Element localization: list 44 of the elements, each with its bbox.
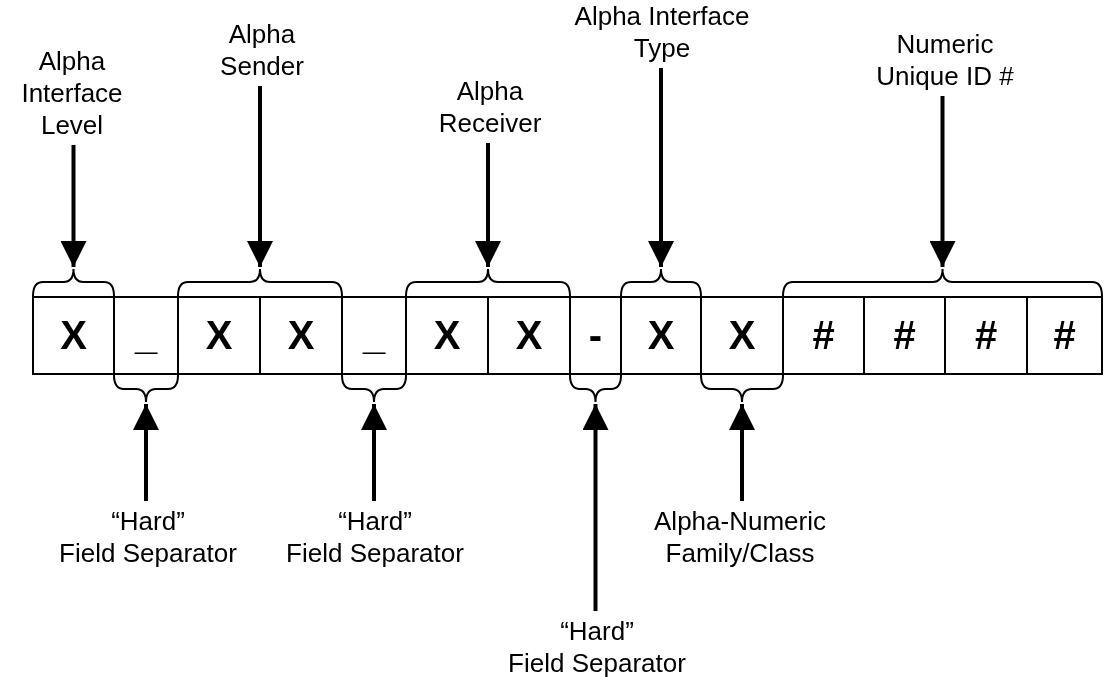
callout-label: Alpha Interface Type	[557, 0, 767, 64]
field-cell: X	[259, 296, 343, 375]
curly-brace	[782, 268, 1103, 297]
field-cell: -	[569, 296, 622, 375]
arrow	[361, 404, 387, 501]
callout-label: Field Separator	[507, 647, 687, 677]
callout-label: Alpha Sender	[207, 18, 317, 82]
field-cell: X	[620, 296, 702, 375]
field-cell: #	[782, 296, 865, 375]
curly-brace	[405, 268, 571, 297]
callout-label: “Hard”	[337, 505, 413, 537]
field-cell: X	[405, 296, 489, 375]
arrow	[133, 404, 159, 501]
callout-label: Alpha Receiver	[420, 75, 560, 139]
arrow	[929, 96, 956, 267]
curly-brace	[341, 374, 407, 403]
field-cell: #	[863, 296, 946, 375]
curly-brace	[113, 374, 179, 403]
field-cell: _	[113, 296, 179, 375]
curly-brace	[177, 268, 343, 297]
arrow	[475, 143, 501, 267]
callout-label: Alpha Interface Level	[12, 45, 132, 141]
curly-brace	[620, 268, 702, 297]
field-cell: #	[1026, 296, 1103, 375]
arrow	[729, 404, 755, 501]
curly-brace	[32, 268, 115, 297]
callout-label: “Hard”	[110, 505, 186, 537]
arrow	[247, 86, 273, 267]
field-cell: #	[944, 296, 1028, 375]
field-cell: _	[341, 296, 407, 375]
callout-label: Field Separator	[285, 537, 465, 569]
callout-label: Field Separator	[58, 537, 238, 569]
arrow	[582, 404, 609, 611]
field-cell: X	[700, 296, 784, 375]
callout-label: Alpha-Numeric Family/Class	[640, 505, 840, 569]
arrow	[60, 145, 87, 267]
field-cell: X	[177, 296, 261, 375]
field-cell: X	[487, 296, 571, 375]
callout-label: “Hard”	[559, 615, 635, 647]
arrow	[648, 68, 674, 267]
callout-label: Numeric Unique ID #	[865, 28, 1025, 92]
field-cell: X	[32, 296, 115, 375]
curly-brace	[569, 374, 622, 403]
curly-brace	[700, 374, 784, 403]
